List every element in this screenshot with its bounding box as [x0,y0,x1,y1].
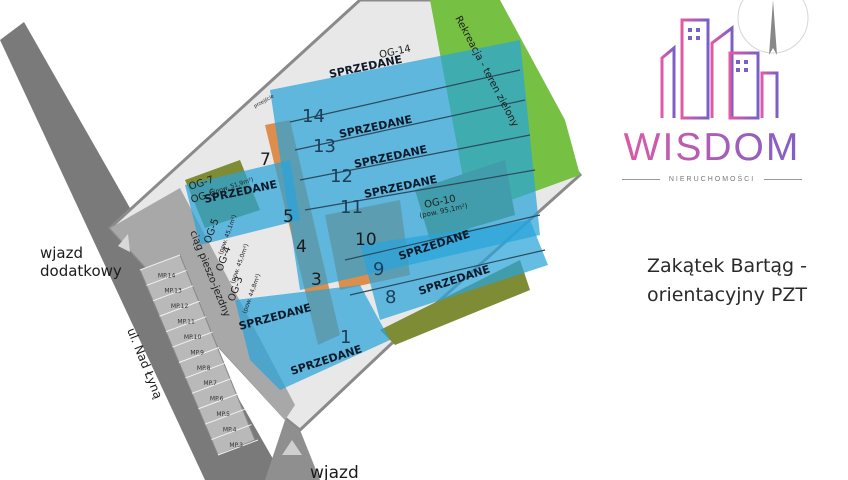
entry-arrow-icon [282,440,302,455]
parking-space-label: MP.9 [190,349,204,356]
parking-divider [152,285,194,302]
north-arrow-icon [769,0,777,55]
parking-space-label: MP.12 [171,303,189,310]
parking-space-label: MP.11 [177,319,195,326]
sold-plot-numbers: 14 13 12 11 9 8 1 [302,106,396,348]
parking-divider [185,362,226,379]
parking-space-label: MP.13 [164,288,182,295]
parking-dividers [139,254,259,456]
plot-number: 12 [330,166,353,187]
parking-divider [178,347,220,363]
internal-road [110,188,295,420]
plot-number: 13 [313,136,336,157]
parking-space-label: MP.14 [158,272,176,279]
plot-number: 3 [311,270,322,290]
parking-labels: MP.14MP.13MP.12MP.11MP.10MP.9MP.8MP.7MP.… [158,272,243,449]
parking-divider [211,424,252,441]
parking-divider [146,269,187,286]
brand-divider [764,179,802,180]
parking-space-label: MP.3 [229,442,243,449]
available-plot-numbers: 7 5 4 3 10 [260,150,377,290]
sold-overlay-lower [235,285,390,390]
parking-space-label: MP.7 [203,380,217,387]
extra-entry-label-2: dodatkowy [40,262,122,280]
plot-number: 7 [260,150,271,170]
extra-entry-label: wjazd [40,244,83,262]
plan-title-line-2: orientacyjny PZT [647,284,807,306]
plot-number: 8 [385,287,396,308]
parking-space-label: MP.10 [184,334,202,341]
extra-entry-arrow-icon [118,234,130,252]
city-skyline-icon [660,18,779,120]
plot-number: 11 [340,197,363,218]
parking-space-label: MP.4 [223,426,237,433]
parking-divider [191,377,233,394]
parking-divider [198,393,239,410]
parking-divider [204,408,246,425]
brand-subtitle: NIERUCHOMOŚCI [668,176,756,183]
brand-logo: WISDOM NIERUCHOMOŚCI [612,18,812,188]
parking-divider [217,439,259,456]
sold-overlay-upper [270,40,540,290]
plot-number: 9 [373,259,384,280]
parking-space-label: MP.6 [210,396,224,403]
compass-icon [737,0,809,54]
sold-overlay-left [185,160,300,245]
sold-overlay-mid [360,220,548,320]
brand-name: WISDOM [612,126,812,170]
plot-number: 5 [283,207,294,227]
plot-number: 4 [296,237,307,257]
parking-space-label: MP.5 [216,411,230,418]
parking-divider [165,316,207,333]
main-entry-label: wjazd [310,463,359,480]
parking-divider [172,331,213,348]
parking-divider [139,254,181,271]
plan-title: Zakątek Bartąg - orientacyjny PZT [612,252,842,310]
brand-divider [622,179,660,180]
parking-divider [159,300,200,317]
plot-number: 10 [355,230,377,250]
plan-title-line-1: Zakątek Bartąg - [646,255,808,277]
plot-number: 1 [340,327,351,348]
plot-boundaries [289,69,546,296]
plot-number: 14 [302,106,325,127]
parking-space-label: MP.8 [197,365,211,372]
